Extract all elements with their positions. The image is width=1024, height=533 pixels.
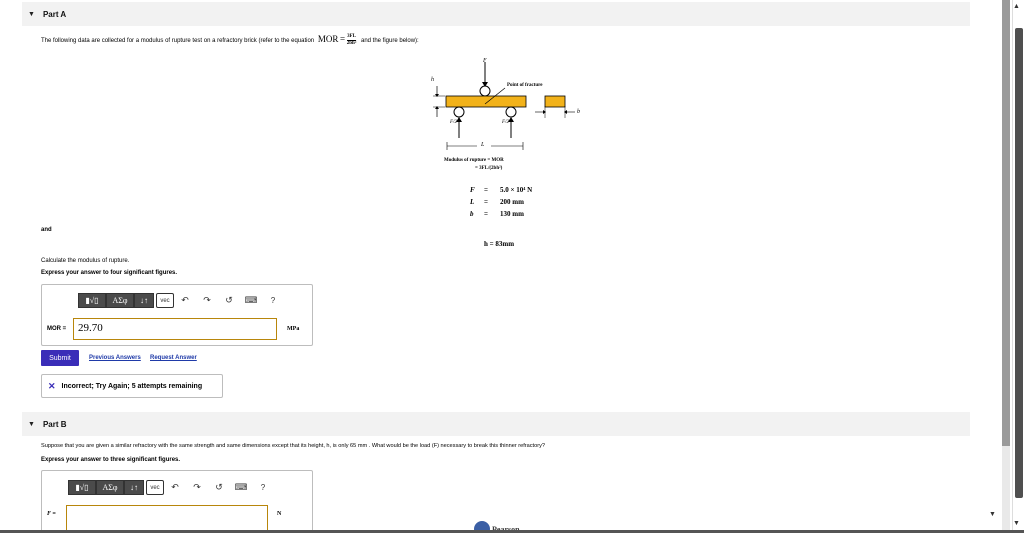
- task-text: Calculate the modulus of rupture.: [41, 258, 130, 264]
- beam-figure: [433, 62, 575, 150]
- keyboard-icon[interactable]: ⌨: [234, 482, 248, 492]
- math-toolbar-b: ▮√▯ ΑΣφ ↓↑ vec ↶ ↷ ↺ ⌨ ?: [68, 480, 274, 495]
- instruction-b: Express your answer to three significant…: [41, 457, 181, 463]
- mor-label: MOR =: [47, 326, 67, 332]
- f-input[interactable]: [66, 505, 268, 533]
- help-icon[interactable]: ?: [270, 296, 276, 305]
- submit-button-a[interactable]: Submit: [41, 350, 79, 366]
- help-icon[interactable]: ?: [260, 483, 266, 492]
- feedback-box: ✕ Incorrect; Try Again; 5 attempts remai…: [41, 374, 223, 398]
- math-toolbar-a: ▮√▯ ΑΣφ ↓↑ vec ↶ ↷ ↺ ⌨ ?: [78, 293, 284, 308]
- h-value: h = 83mm: [484, 240, 515, 248]
- fig-half-f-right: F/2: [502, 120, 509, 125]
- reset-icon[interactable]: ↺: [225, 295, 233, 305]
- part-b-question: Suppose that you are given a similar ref…: [41, 443, 545, 449]
- given-row: F = 5.0 × 10⁴ N: [470, 186, 533, 194]
- inner-scroll-thumb[interactable]: [1002, 0, 1010, 446]
- mor-unit: MPa: [287, 326, 300, 332]
- request-answer-link[interactable]: Request Answer: [150, 355, 197, 361]
- part-a-header[interactable]: ▼ Part A: [22, 2, 970, 26]
- bottom-divider: [0, 530, 1024, 533]
- pearson-brand: Pearson: [492, 525, 520, 533]
- part-b-header[interactable]: ▼ Part B: [22, 412, 970, 436]
- scroll-down-icon[interactable]: ▼: [989, 511, 996, 518]
- fig-b-label: b: [577, 109, 580, 115]
- fig-half-f-left: F/2: [450, 120, 457, 125]
- instruction-a: Express your answer to four significant …: [41, 270, 178, 276]
- chevron-down-icon: ▼: [28, 420, 35, 428]
- given-row: L = 200 mm: [470, 198, 524, 206]
- fig-mor-line1: Modulus of rupture = MOR: [444, 158, 504, 163]
- mor-input[interactable]: 29.70: [73, 318, 277, 340]
- vec-button[interactable]: vec: [146, 480, 164, 495]
- redo-icon[interactable]: ↷: [193, 482, 201, 492]
- greek-button[interactable]: ΑΣφ: [106, 293, 134, 308]
- outer-scroll-thumb[interactable]: [1015, 28, 1023, 498]
- previous-answers-link[interactable]: Previous Answers: [89, 355, 141, 361]
- greek-button[interactable]: ΑΣφ: [96, 480, 124, 495]
- keyboard-icon[interactable]: ⌨: [244, 295, 258, 305]
- scroll-up-icon[interactable]: ▲: [1013, 3, 1020, 10]
- scrollbar-area: [970, 0, 1024, 533]
- undo-icon[interactable]: ↶: [181, 295, 189, 305]
- feedback-text: Incorrect; Try Again; 5 attempts remaini…: [61, 382, 203, 390]
- reset-icon[interactable]: ↺: [215, 482, 223, 492]
- x-icon: ✕: [48, 380, 56, 391]
- template-button[interactable]: ▮√▯: [78, 293, 106, 308]
- fig-point-label: Point of fracture: [507, 83, 543, 88]
- fig-l-label: L: [481, 142, 485, 148]
- fig-mor-line2: = 3FL/(2bh²): [475, 166, 503, 171]
- template-button[interactable]: ▮√▯: [68, 480, 96, 495]
- given-values: F = 5.0 × 10⁴ N L = 200 mm b = 130 mm: [470, 186, 532, 222]
- scroll-down-outer-icon[interactable]: ▼: [1013, 520, 1020, 527]
- fig-f-label: F: [483, 58, 487, 64]
- part-a-intro: The following data are collected for a m…: [41, 34, 419, 46]
- redo-icon[interactable]: ↷: [203, 295, 211, 305]
- f-unit: N: [277, 511, 282, 517]
- chevron-down-icon: ▼: [28, 10, 35, 18]
- f-label: F =: [47, 511, 56, 517]
- given-row: b = 130 mm: [470, 210, 524, 218]
- fig-h-label: h: [431, 77, 434, 83]
- undo-icon[interactable]: ↶: [171, 482, 179, 492]
- vec-button[interactable]: vec: [156, 293, 174, 308]
- part-a-title: Part A: [42, 9, 67, 19]
- and-text: and: [41, 227, 52, 233]
- part-b-title: Part B: [42, 419, 67, 429]
- outer-scrollbar[interactable]: [1012, 0, 1024, 533]
- arrows-button[interactable]: ↓↑: [124, 480, 144, 495]
- arrows-button[interactable]: ↓↑: [134, 293, 154, 308]
